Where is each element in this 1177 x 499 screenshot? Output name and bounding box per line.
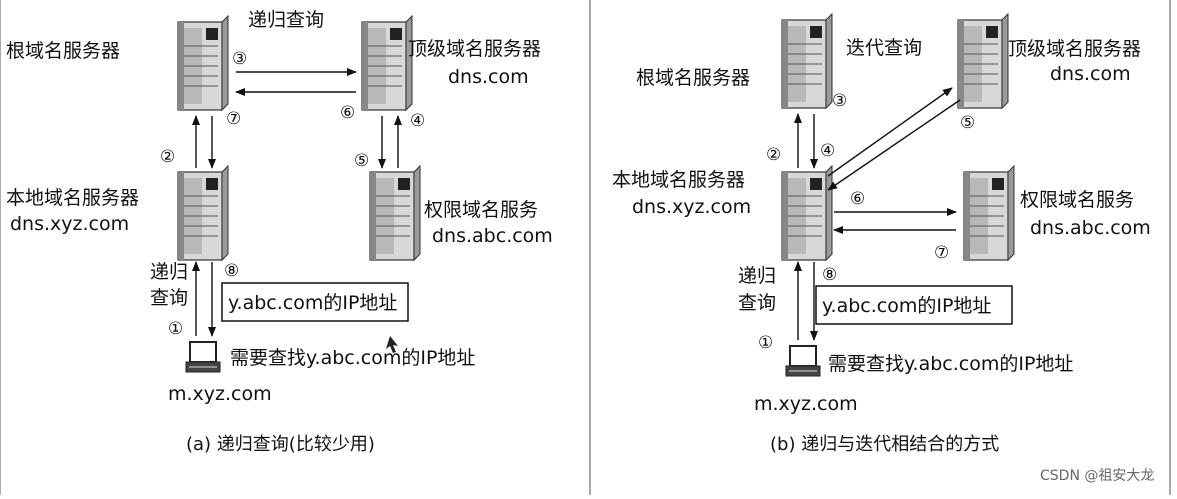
watermark: CSDN @祖安大龙 <box>1040 468 1154 484</box>
left-step-3: ③ <box>232 49 247 69</box>
local-server-icon <box>177 165 229 261</box>
cursor-icon <box>386 336 398 353</box>
left-side-label-1: 递归 <box>150 261 188 283</box>
right-local-domain: dns.xyz.com <box>632 196 751 218</box>
right-caption: (b) 递归与迭代相结合的方式 <box>770 434 999 455</box>
client-pc-icon-b <box>785 345 821 377</box>
left-local-domain: dns.xyz.com <box>10 213 129 235</box>
right-client-host: m.xyz.com <box>754 393 858 415</box>
right-root-name: 根域名服务器 <box>636 67 750 89</box>
left-auth-name: 权限域名服务 <box>424 199 538 221</box>
right-step-2: ② <box>766 145 781 165</box>
right-step-8: ⑧ <box>822 265 837 285</box>
left-step-5: ⑤ <box>354 151 369 171</box>
right-tld-name: 顶级域名服务器 <box>1008 38 1141 60</box>
right-step-1: ① <box>758 333 773 353</box>
left-top-label: 递归查询 <box>248 9 324 31</box>
right-local-name: 本地域名服务器 <box>612 169 745 191</box>
left-step-7: ⑦ <box>226 109 241 129</box>
left-side-label-2: 查询 <box>150 287 188 309</box>
local-server-icon-b <box>781 165 833 261</box>
left-caption: (a) 递归查询(比较少用) <box>186 434 375 455</box>
left-step-2: ② <box>160 147 175 167</box>
client-pc-icon <box>185 341 221 373</box>
right-top-label: 迭代查询 <box>846 37 922 59</box>
panel-iterative: 迭代查询 根域名服务器 顶级域名服务器 dns.com 本地域名服务器 dns.… <box>612 13 1151 455</box>
right-step-4: ④ <box>820 141 835 161</box>
right-auth-name: 权限域名服务 <box>1020 189 1134 211</box>
left-step-6: ⑥ <box>340 103 355 123</box>
left-answer-box <box>221 282 409 322</box>
left-answer-text: y.abc.com的IP地址 <box>228 292 397 314</box>
right-step-6: ⑥ <box>850 189 865 209</box>
root-server-icon <box>177 15 229 111</box>
right-tld-domain: dns.com <box>1050 63 1131 85</box>
right-side-label-2: 查询 <box>738 292 776 314</box>
tld-server-icon <box>361 15 413 111</box>
left-root-name: 根域名服务器 <box>6 40 120 62</box>
right-arrow-4 <box>827 87 953 177</box>
left-auth-domain: dns.abc.com <box>432 225 553 247</box>
left-client-query: 需要查找y.abc.com的IP地址 <box>230 347 475 369</box>
right-side-label-1: 递归 <box>738 265 776 287</box>
left-local-name: 本地域名服务器 <box>6 187 139 209</box>
root-server-icon-b <box>781 13 833 109</box>
left-tld-name: 顶级域名服务器 <box>408 38 541 60</box>
left-step-1: ① <box>168 319 183 339</box>
right-auth-domain: dns.abc.com <box>1030 217 1151 239</box>
tld-server-icon-b <box>957 13 1009 109</box>
auth-server-icon-b <box>963 165 1015 261</box>
right-arrow-5 <box>827 99 961 191</box>
right-step-5: ⑤ <box>960 113 975 133</box>
left-step-8: ⑧ <box>224 261 239 281</box>
right-client-query: 需要查找y.abc.com的IP地址 <box>828 353 1073 375</box>
right-answer-box <box>815 285 1013 325</box>
left-tld-domain: dns.com <box>448 66 529 88</box>
auth-server-icon <box>369 165 421 261</box>
panel-recursive: 递归查询 根域名服务器 顶级域名服务器 dns.com 本地域名服务器 dns.… <box>6 9 553 455</box>
left-step-4: ④ <box>410 111 425 131</box>
right-step-3: ③ <box>832 91 847 111</box>
left-client-host: m.xyz.com <box>168 383 272 405</box>
right-step-7: ⑦ <box>934 243 949 263</box>
right-answer-text: y.abc.com的IP地址 <box>822 295 991 317</box>
